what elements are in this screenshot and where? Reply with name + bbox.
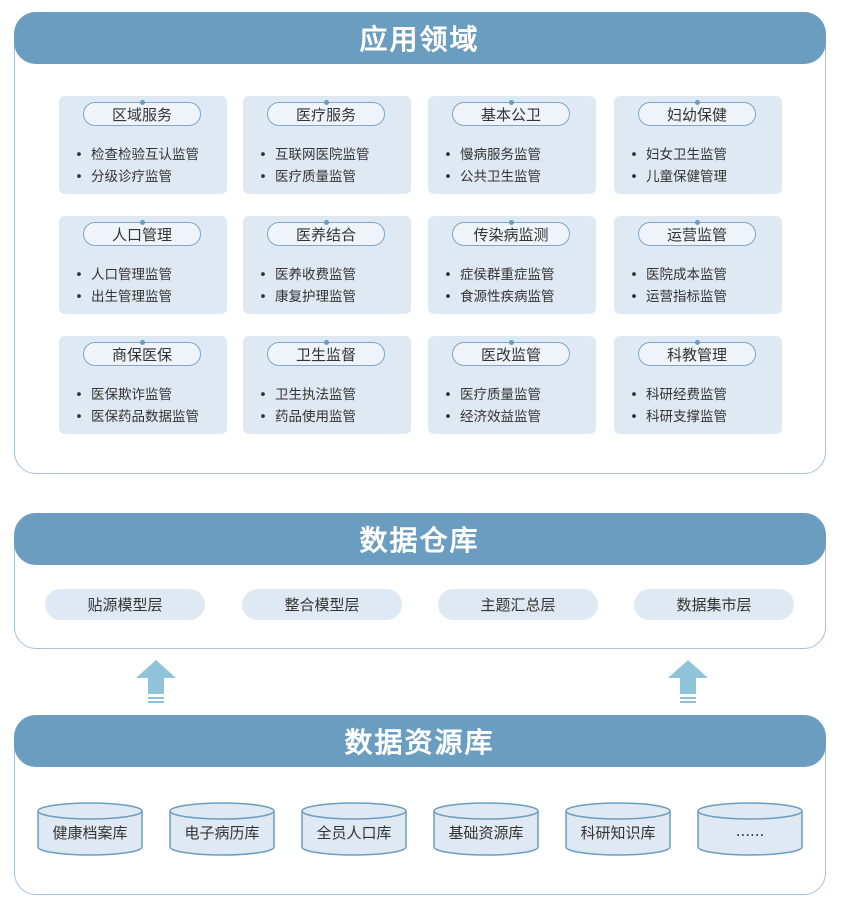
db-label: 基础资源库 bbox=[448, 824, 524, 842]
database-icon bbox=[169, 802, 275, 856]
list-item: 检查检验互认监管 bbox=[75, 143, 199, 163]
card-insurance: 商保医保 医保欺诈监管 医保药品数据监管 bbox=[59, 336, 227, 434]
list-item: 卫生执法监管 bbox=[259, 383, 356, 403]
card-medical-service: 医疗服务 互联网医院监管 医疗质量监管 bbox=[243, 96, 411, 194]
list-item: 症侯群重症监管 bbox=[444, 263, 555, 283]
database-icon bbox=[301, 802, 407, 856]
list-item: 出生管理监管 bbox=[75, 285, 172, 305]
card-population: 人口管理 人口管理监管 出生管理监管 bbox=[59, 216, 227, 314]
db-label: 健康档案库 bbox=[52, 824, 128, 842]
card-research-education: 科教管理 科研经费监管 科研支撑监管 bbox=[614, 336, 782, 434]
list-item: 科研支撑监管 bbox=[630, 405, 727, 425]
application-title: 应用领域 bbox=[13, 11, 826, 64]
layer-source: 贴源模型层 bbox=[45, 589, 205, 620]
list-item: 医院成本监管 bbox=[630, 263, 727, 283]
dot-icon bbox=[694, 340, 700, 345]
card-title: 医疗服务 bbox=[267, 100, 385, 126]
dot-icon bbox=[508, 100, 514, 105]
dot-icon bbox=[323, 340, 329, 345]
list-item: 互联网医院监管 bbox=[259, 143, 370, 163]
dot-icon bbox=[508, 340, 514, 345]
db-more: ...... bbox=[697, 802, 803, 856]
up-arrow-icon bbox=[668, 660, 708, 703]
card-title: 妇幼保健 bbox=[638, 100, 756, 126]
list-item: 医保药品数据监管 bbox=[75, 405, 199, 425]
db-label: 全员人口库 bbox=[316, 824, 392, 842]
warehouse-panel: 数据仓库 bbox=[13, 512, 826, 649]
card-title: 科教管理 bbox=[638, 340, 756, 366]
dot-icon bbox=[139, 220, 145, 225]
card-maternal-child: 妇幼保健 妇女卫生监管 儿童保健管理 bbox=[614, 96, 782, 194]
list-item: 公共卫生监管 bbox=[444, 165, 541, 185]
resources-title: 数据资源库 bbox=[13, 714, 826, 767]
dot-icon bbox=[694, 100, 700, 105]
list-item: 科研经费监管 bbox=[630, 383, 727, 403]
resources-panel: 数据资源库 bbox=[13, 714, 826, 895]
card-title: 基本公卫 bbox=[452, 100, 570, 126]
db-emr: 电子病历库 bbox=[169, 802, 275, 856]
layer-mart: 数据集市层 bbox=[634, 589, 794, 620]
list-item: 医疗质量监管 bbox=[444, 383, 541, 403]
card-medical-reform: 医改监管 医疗质量监管 经济效益监管 bbox=[428, 336, 596, 434]
dot-icon bbox=[694, 220, 700, 225]
database-icon bbox=[697, 802, 803, 856]
card-title: 运营监管 bbox=[638, 220, 756, 246]
db-health-records: 健康档案库 bbox=[37, 802, 143, 856]
list-item: 医养收费监管 bbox=[259, 263, 356, 283]
card-title: 医养结合 bbox=[267, 220, 385, 246]
list-item: 经济效益监管 bbox=[444, 405, 541, 425]
list-item: 运营指标监管 bbox=[630, 285, 727, 305]
database-icon bbox=[565, 802, 671, 856]
list-item: 医疗质量监管 bbox=[259, 165, 356, 185]
db-label: 电子病历库 bbox=[184, 824, 260, 842]
card-title: 卫生监督 bbox=[267, 340, 385, 366]
card-regional-service: 区域服务 检查检验互认监管 分级诊疗监管 bbox=[59, 96, 227, 194]
card-title: 区域服务 bbox=[83, 100, 201, 126]
database-icon bbox=[37, 802, 143, 856]
card-infectious-disease: 传染病监测 症侯群重症监管 食源性疾病监管 bbox=[428, 216, 596, 314]
card-title: 医改监管 bbox=[452, 340, 570, 366]
dot-icon bbox=[139, 100, 145, 105]
dot-icon bbox=[323, 100, 329, 105]
db-label: ...... bbox=[735, 822, 765, 840]
db-label: 科研知识库 bbox=[580, 824, 656, 842]
database-icon bbox=[433, 802, 539, 856]
dot-icon bbox=[323, 220, 329, 225]
list-item: 妇女卫生监管 bbox=[630, 143, 727, 163]
list-item: 人口管理监管 bbox=[75, 263, 172, 283]
list-item: 儿童保健管理 bbox=[630, 165, 727, 185]
db-research-knowledge: 科研知识库 bbox=[565, 802, 671, 856]
db-basic-resources: 基础资源库 bbox=[433, 802, 539, 856]
card-title: 传染病监测 bbox=[452, 220, 570, 246]
layer-subject: 主题汇总层 bbox=[438, 589, 598, 620]
card-operations: 运营监管 医院成本监管 运营指标监管 bbox=[614, 216, 782, 314]
card-public-health: 基本公卫 慢病服务监管 公共卫生监管 bbox=[428, 96, 596, 194]
layer-integration: 整合模型层 bbox=[242, 589, 402, 620]
db-population: 全员人口库 bbox=[301, 802, 407, 856]
list-item: 康复护理监管 bbox=[259, 285, 356, 305]
card-title: 商保医保 bbox=[83, 340, 201, 366]
warehouse-title: 数据仓库 bbox=[13, 512, 826, 565]
list-item: 食源性疾病监管 bbox=[444, 285, 555, 305]
dot-icon bbox=[139, 340, 145, 345]
up-arrow-icon bbox=[136, 660, 176, 703]
list-item: 慢病服务监管 bbox=[444, 143, 541, 163]
card-title: 人口管理 bbox=[83, 220, 201, 246]
list-item: 医保欺诈监管 bbox=[75, 383, 172, 403]
list-item: 药品使用监管 bbox=[259, 405, 356, 425]
dot-icon bbox=[508, 220, 514, 225]
card-elderly-care: 医养结合 医养收费监管 康复护理监管 bbox=[243, 216, 411, 314]
card-health-supervision: 卫生监督 卫生执法监管 药品使用监管 bbox=[243, 336, 411, 434]
list-item: 分级诊疗监管 bbox=[75, 165, 172, 185]
